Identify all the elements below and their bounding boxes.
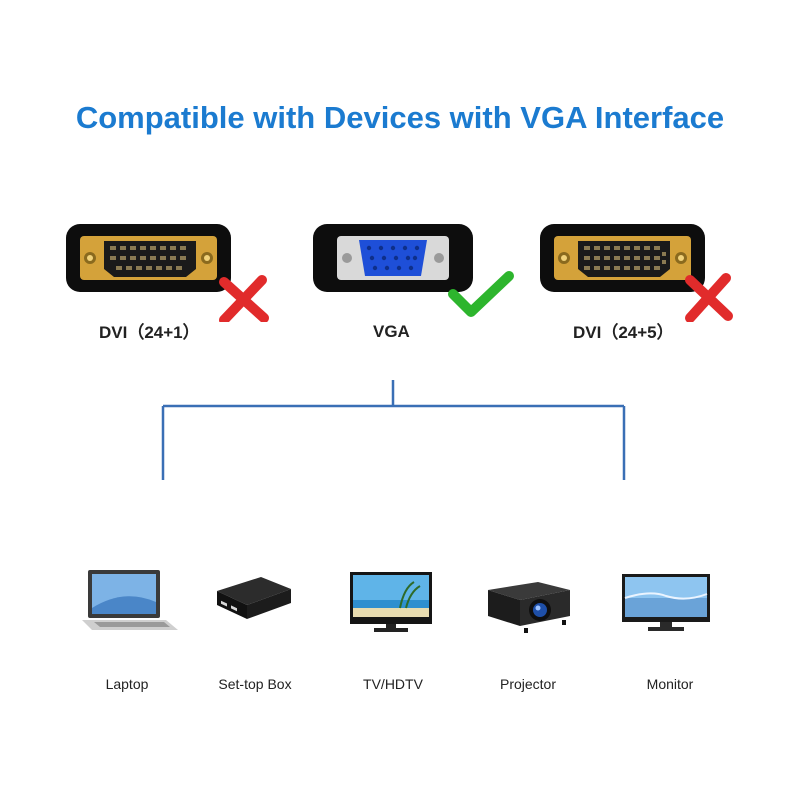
green-check-icon	[448, 271, 514, 317]
port-label-dvi-24-1: DVI（24+1）	[99, 323, 200, 342]
monitor-icon	[622, 574, 710, 631]
red-x-icon	[219, 275, 269, 322]
device-label-projector: Projector	[499, 676, 557, 692]
dvi-24-5-connector	[540, 224, 733, 322]
tv-icon	[350, 572, 432, 632]
dvi-24-1-connector	[66, 224, 269, 322]
device-label-tv: TV/HDTV	[363, 676, 423, 692]
laptop-icon	[82, 570, 178, 630]
device-label-monitor: Monitor	[646, 676, 694, 692]
device-label-laptop: Laptop	[105, 676, 149, 692]
port-label-dvi-24-5: DVI（24+5）	[573, 323, 674, 342]
set-top-box-icon	[217, 577, 291, 619]
port-label-vga: VGA	[373, 322, 410, 341]
vga-connector	[313, 224, 514, 317]
page-title: Compatible with Devices with VGA Interfa…	[75, 100, 725, 135]
red-x-icon	[685, 273, 733, 322]
projector-icon	[488, 582, 570, 633]
device-label-set-top-box: Set-top Box	[218, 676, 292, 692]
